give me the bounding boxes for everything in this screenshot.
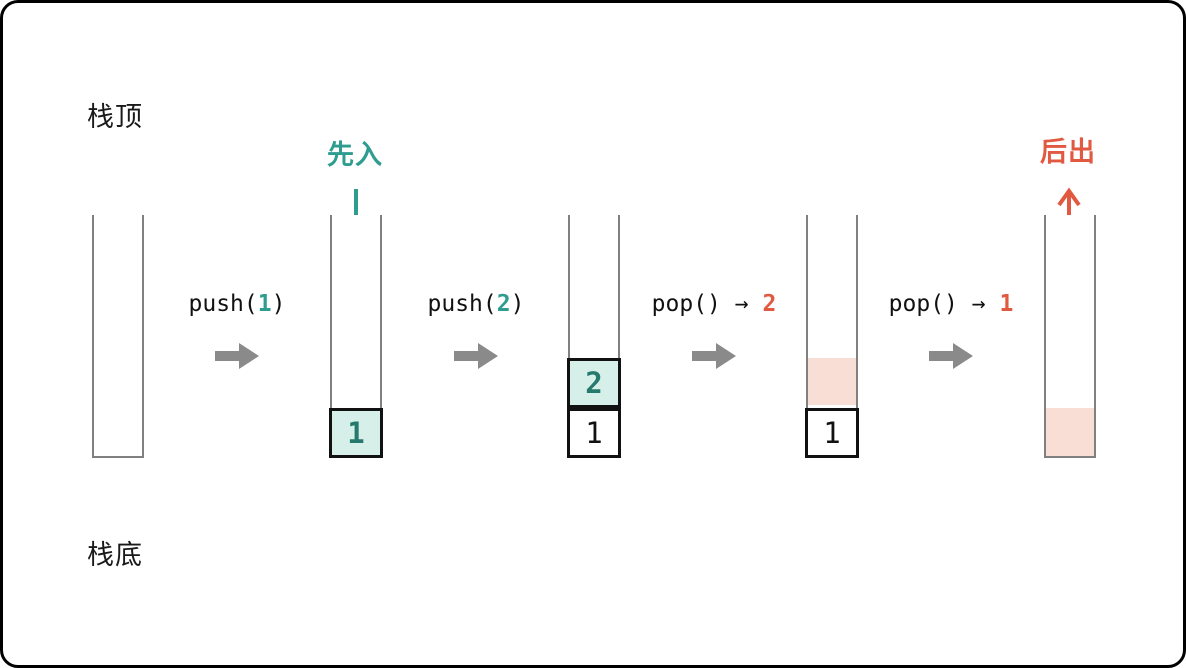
first-in-label: 先入: [327, 140, 383, 171]
operation-label: push(2): [427, 291, 525, 317]
operation-label: pop() → 2: [651, 291, 777, 317]
stack-top-label: 栈顶: [87, 102, 143, 133]
operation-value: 1: [999, 291, 1014, 317]
operation-label: push(1): [188, 291, 286, 317]
operation-label: pop() → 1: [888, 291, 1014, 317]
last-out-label: 后出: [1040, 137, 1096, 168]
popped-slot-highlight: [808, 358, 856, 405]
stack-cell-value-1: 1: [805, 408, 859, 458]
stack-container-after-pop2: 1: [805, 215, 859, 458]
flow-arrow-right-icon: [692, 343, 736, 369]
stack-cell-value-2: 2: [567, 358, 621, 408]
stack-container-after-push1: 1: [329, 215, 383, 458]
flow-arrow-right-icon: [215, 343, 259, 369]
flow-arrow-right-icon: [454, 343, 498, 369]
operation-push-1: push(1): [142, 290, 332, 369]
operation-value: 2: [496, 291, 511, 317]
operation-pop-2: pop() → 2: [619, 290, 809, 369]
flow-arrow-right-icon: [929, 343, 973, 369]
cell-digit: 1: [585, 415, 603, 450]
stack-cell-value-1: 1: [567, 408, 621, 458]
popped-slot-highlight: [1046, 408, 1094, 456]
cell-digit: 1: [823, 415, 841, 450]
stack-container-after-pop1: [1044, 215, 1096, 458]
stack-container-after-push2: 2 1: [567, 215, 621, 458]
cell-digit: 1: [347, 415, 365, 450]
cell-digit: 2: [585, 365, 603, 400]
stack-cell-value-1: 1: [329, 408, 383, 458]
operation-push-2: push(2): [381, 290, 571, 369]
operation-value: 2: [762, 291, 777, 317]
operation-pop-1: pop() → 1: [856, 290, 1046, 369]
stack-container-empty: [92, 215, 144, 458]
operation-value: 1: [257, 291, 272, 317]
stack-bottom-label: 栈底: [87, 540, 143, 571]
